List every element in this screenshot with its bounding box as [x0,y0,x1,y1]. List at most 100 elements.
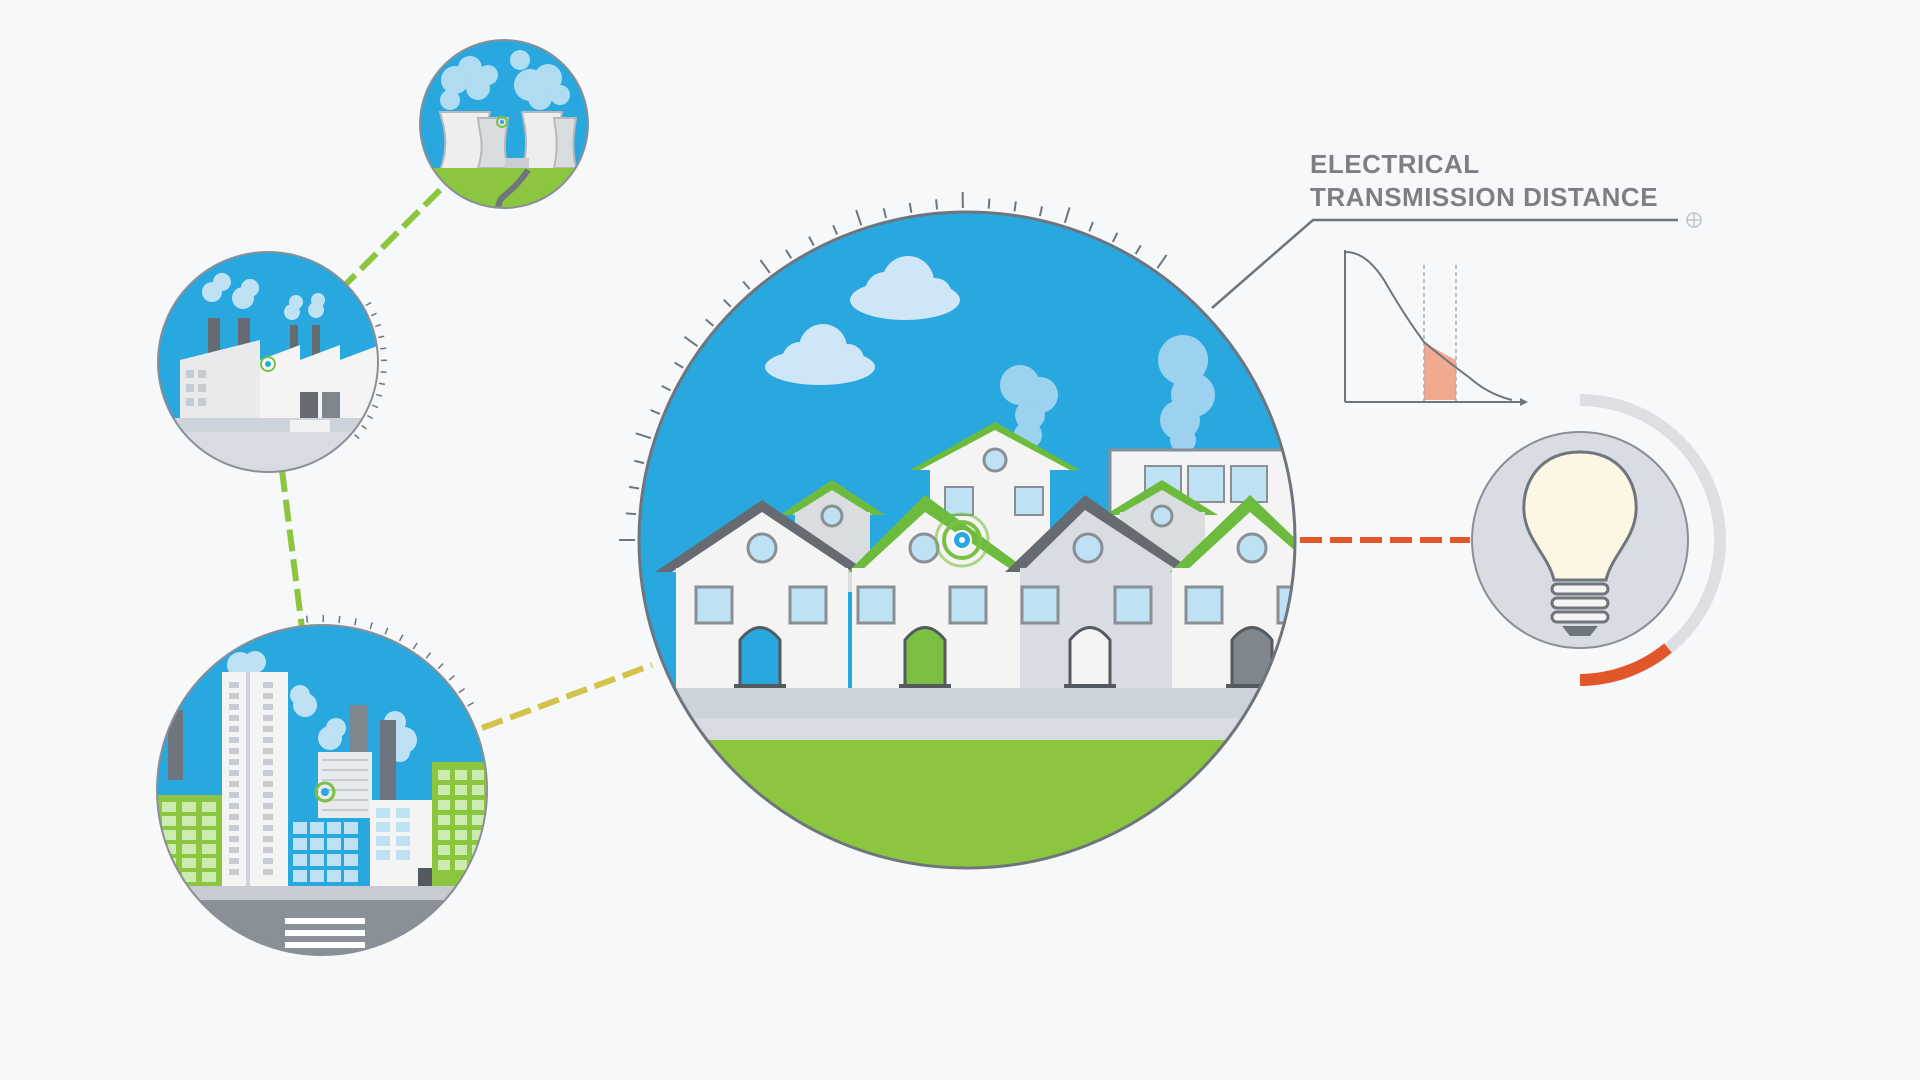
building-window [162,802,176,812]
dial-tick [378,335,385,339]
dial-tick [370,312,377,317]
building-window [263,858,273,864]
building-window [293,822,307,834]
dial-tick [361,424,367,430]
building-window [263,759,273,765]
plant-factory-connector [337,187,443,293]
lightbulb-icon [1522,450,1638,636]
building-window [263,792,273,798]
building-window [229,682,239,688]
factory-dial-ticks [354,301,387,440]
dial-tick [935,199,939,210]
building-window [263,814,273,820]
building-window [202,858,216,868]
building-window [182,872,196,882]
lightbulb-node [1471,394,1726,686]
building-window [263,726,273,732]
building-window [438,845,450,855]
dial-tick [1156,254,1168,269]
building-window [202,872,216,882]
building-window [310,822,324,834]
building-window [344,854,358,866]
building-window [455,785,467,795]
dial-tick [1112,232,1119,243]
dial-tick [354,434,360,440]
building-window [263,715,273,721]
dial-tick [380,347,387,350]
building-window [396,836,410,846]
building-window [327,870,341,882]
building-window [229,814,239,820]
building-window [263,781,273,787]
building-window [455,860,467,870]
building-window [263,770,273,776]
building-window [293,838,307,850]
building-window [202,844,216,854]
building-window [229,770,239,776]
building-window [472,800,484,810]
dial-tick [855,209,863,226]
building-window [182,816,196,826]
building-window [263,704,273,710]
dial-tick [367,414,374,420]
dial-tick [448,675,455,681]
dial-tick [882,208,888,219]
dial-tick [832,224,839,235]
dial-tick [398,634,404,642]
building-window [229,825,239,831]
building-window [376,808,390,818]
building-window [263,682,273,688]
building-window [438,785,450,795]
dial-tick [722,298,732,308]
building-window [310,854,324,866]
dial-tick [674,361,684,369]
dial-tick [987,198,991,209]
building-window [229,836,239,842]
dial-tick [384,627,389,635]
building-window [229,869,239,875]
building-window [438,800,450,810]
building-window [344,838,358,850]
dial-tick [380,371,387,374]
building-window [182,858,196,868]
factory-node [157,251,387,473]
building-window [182,830,196,840]
dial-tick [437,663,444,670]
building-window [396,808,410,818]
building-window [182,802,196,812]
transmission-loss-graph [1344,250,1528,406]
dial-tick [628,485,640,490]
building-window [455,845,467,855]
building-window [293,854,307,866]
cloud-icon [765,256,960,385]
building-window [229,847,239,853]
building-window [327,854,341,866]
dial-tick [365,301,372,307]
dial-tick [625,512,637,516]
dial-tick [338,615,341,623]
building-window [344,870,358,882]
dial-tick [808,236,815,246]
building-window [229,726,239,732]
building-window [472,815,484,825]
dial-tick [458,687,466,694]
back-houses [780,422,1218,592]
crosshair-icon [1686,212,1702,228]
building-window [293,870,307,882]
building-window [438,770,450,780]
building-window [263,748,273,754]
building-window [229,781,239,787]
dial-tick [354,618,357,626]
dial-tick [742,280,751,290]
building-window [455,830,467,840]
building-window [396,850,410,860]
dial-tick [661,384,672,392]
dial-tick [376,393,383,397]
building-window [229,759,239,765]
building-window [472,830,484,840]
building-window [455,770,467,780]
houses-node [619,192,1297,870]
building-window [310,870,324,882]
